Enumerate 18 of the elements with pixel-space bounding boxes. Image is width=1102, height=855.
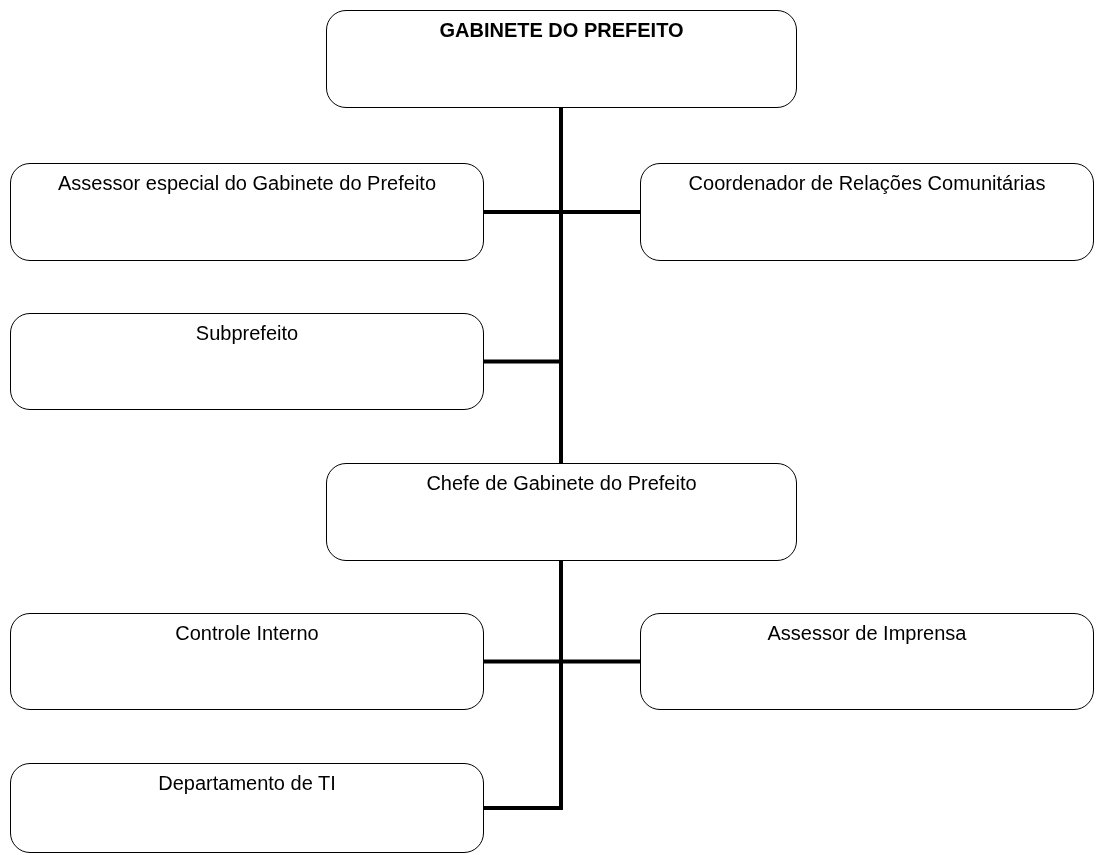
- org-unit-box: [10, 763, 484, 853]
- org-unit-box: [10, 613, 484, 710]
- unit-title: Assessor de Imprensa: [767, 622, 967, 645]
- unit-title: Coordenador de Relações Comunitárias: [688, 172, 1046, 195]
- unit-title: Departamento de TI: [158, 772, 336, 795]
- unit-title: GABINETE DO PREFEITO: [439, 19, 684, 42]
- top-unit-box: [326, 10, 797, 108]
- org-unit-box: [326, 463, 797, 561]
- unit-title: Chefe de Gabinete do Prefeito: [426, 472, 697, 495]
- unit-title: Assessor especial do Gabinete do Prefeito: [58, 172, 436, 195]
- unit-title: Subprefeito: [195, 322, 299, 345]
- org-unit-box: [10, 163, 484, 261]
- org-unit-box: [640, 163, 1094, 261]
- connector-line: [484, 561, 563, 810]
- org-unit-box: [10, 313, 484, 410]
- connector-line: [559, 108, 563, 463]
- org-unit-box: [640, 613, 1094, 710]
- unit-title: Controle Interno: [175, 622, 319, 645]
